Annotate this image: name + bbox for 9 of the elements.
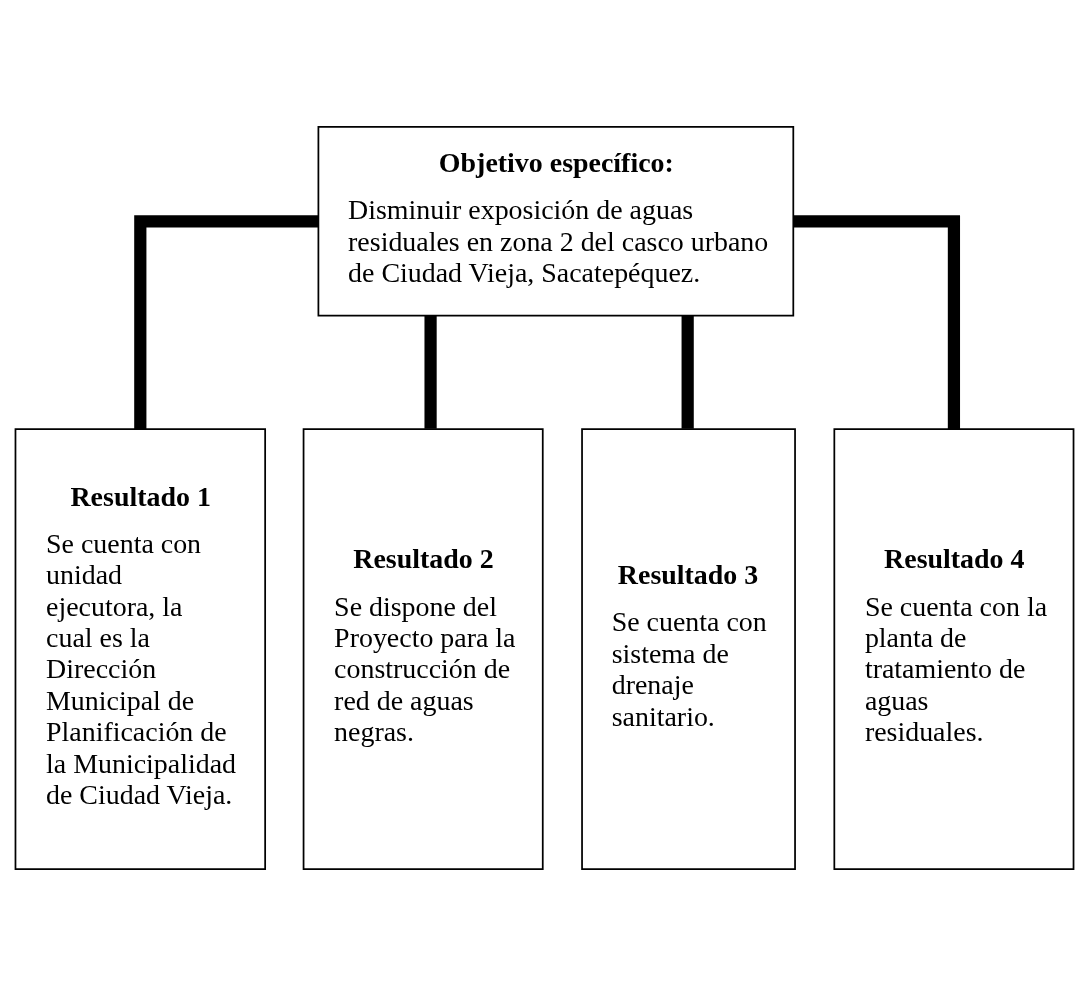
connector <box>793 215 961 429</box>
node-box: Resultado 1 Se cuenta con unidad ejecutora, la cual es la Dirección Municipal de Planificación de la Municipalidad de Ciudad Vieja. <box>14 428 267 870</box>
node-box: Resultado 2 Se dispone del Proyecto para la construcción de red de aguas negras. <box>302 428 544 870</box>
node-box: Objetivo específico: Disminuir exposición de aguas residuales en zona 2 del casco urbano de Ciudad Vieja, Sacatepéquez. <box>317 126 795 317</box>
connector <box>424 315 437 429</box>
node-box: Resultado 4 Se cuenta con la planta de tratamiento de aguas residuales. <box>833 428 1075 870</box>
connector <box>134 215 319 429</box>
node-box: Resultado 3 Se cuenta con sistema de drenaje sanitario. <box>581 428 796 870</box>
connector <box>681 315 694 429</box>
